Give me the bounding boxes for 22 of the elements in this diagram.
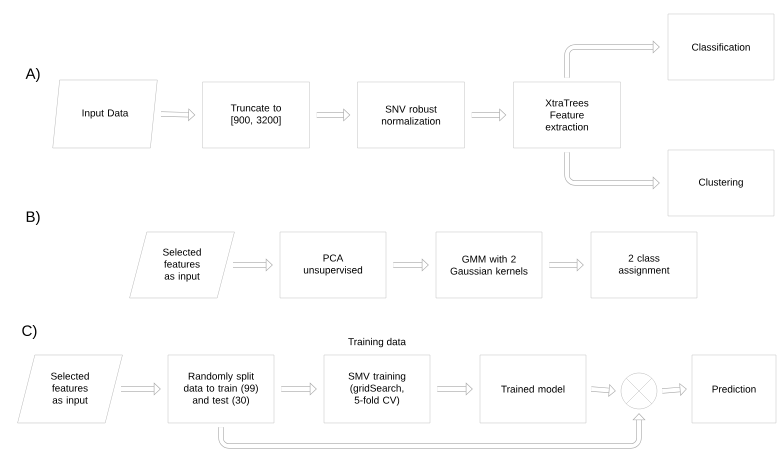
- panel-label: B): [26, 211, 40, 225]
- process-box: Prediction: [692, 354, 776, 424]
- multiply-circle: [620, 372, 658, 410]
- process-box: PCA unsupervised: [280, 232, 386, 298]
- input-parallelogram: Selected features as input: [17, 354, 123, 424]
- process-box: GMM with 2 Gaussian kernels: [436, 232, 542, 298]
- process-box: Trained model: [480, 354, 586, 424]
- beside-label: Training data: [348, 338, 406, 348]
- process-box: XtraTrees Feature extraction: [513, 82, 621, 148]
- panel-label: A): [26, 68, 40, 82]
- arrow: [564, 40, 660, 78]
- process-box: Clustering: [668, 150, 774, 216]
- process-box: Classification: [668, 14, 774, 80]
- process-box: Truncate to [900, 3200]: [202, 82, 310, 148]
- process-box: Randomly split data to train (99) and test (30): [168, 354, 274, 424]
- process-box: SNV robust normalization: [357, 82, 465, 148]
- process-box: 2 class assignment: [590, 232, 698, 298]
- panel-label: C): [22, 325, 36, 339]
- process-box: SMV training (gridSearch, 5-fold CV): [324, 354, 430, 424]
- input-parallelogram: Input Data: [52, 80, 158, 148]
- input-parallelogram: Selected features as input: [129, 232, 235, 298]
- arrow: [591, 384, 616, 397]
